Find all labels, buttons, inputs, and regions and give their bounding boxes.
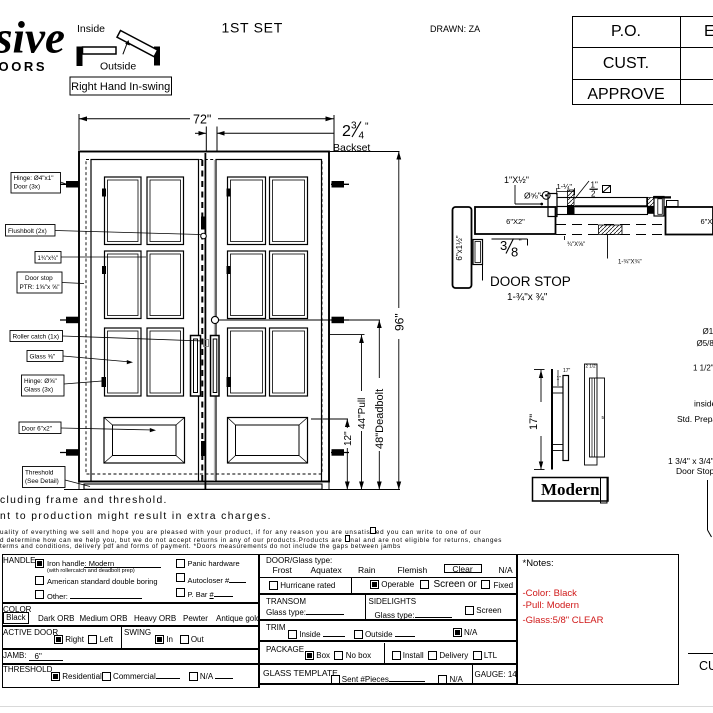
svg-text:6"X2": 6"X2" [701, 217, 713, 226]
svg-text:2: 2 [591, 190, 596, 199]
svg-text:5: 5 [602, 415, 605, 420]
svg-text:44"Pull: 44"Pull [357, 398, 368, 429]
svg-text:Ø⅝"-: Ø⅝"- [524, 191, 544, 201]
svg-text:Outside: Outside [100, 61, 136, 73]
svg-text:Roller catch (1x): Roller catch (1x) [13, 334, 60, 341]
svg-text:3: 3 [500, 238, 507, 253]
svg-text:Door stop: Door stop [25, 275, 53, 282]
svg-text:1¾"x¾": 1¾"x¾" [38, 256, 59, 262]
svg-text:1 3/4" x 3/4": 1 3/4" x 3/4" [668, 456, 713, 466]
svg-text:": " [519, 237, 522, 247]
svg-text:6"X2": 6"X2" [506, 217, 525, 226]
svg-text:72": 72" [193, 113, 211, 127]
svg-text:Glass ⅝": Glass ⅝" [30, 354, 56, 361]
svg-text:1-¾"x ¾": 1-¾"x ¾" [507, 292, 548, 303]
svg-text:17": 17" [528, 414, 540, 430]
svg-text:8: 8 [511, 245, 518, 260]
svg-text:96": 96" [393, 313, 407, 331]
svg-text:Flushbolt (2x): Flushbolt (2x) [8, 228, 47, 235]
svg-text:1-¾"X¾": 1-¾"X¾" [618, 260, 642, 266]
svg-text:inside: inside [694, 399, 713, 409]
svg-text:4: 4 [359, 131, 365, 142]
svg-text:Std. Prepar: Std. Prepar [677, 414, 713, 424]
svg-text:1": 1" [557, 376, 562, 382]
svg-text:Hinge: Ø4"x1": Hinge: Ø4"x1" [14, 175, 54, 182]
svg-text:1"X½": 1"X½" [504, 175, 529, 185]
svg-text:1 1/2"-: 1 1/2"- [693, 364, 713, 373]
svg-text:6"x1½": 6"x1½" [455, 235, 464, 260]
svg-text:Threshold: Threshold [25, 469, 54, 476]
svg-text:12": 12" [343, 431, 354, 446]
svg-text:Ø1/2: Ø1/2 [703, 327, 713, 336]
svg-text:DRAWN: ZA: DRAWN: ZA [430, 24, 480, 34]
svg-text:17": 17" [563, 368, 571, 374]
svg-text:1": 1" [591, 181, 598, 190]
svg-text:Door 6"x2": Door 6"x2" [22, 425, 52, 432]
svg-text:sive: sive [0, 13, 65, 63]
svg-text:Right Hand In-swing: Right Hand In-swing [71, 81, 170, 93]
svg-text:Door Stop: Door Stop [676, 466, 713, 476]
svg-text:DOOR STOP: DOOR STOP [490, 274, 571, 289]
svg-text:PTR: 1⅝"x ⅝": PTR: 1⅝"x ⅝" [20, 284, 60, 291]
svg-text:3: 3 [351, 121, 357, 132]
svg-text:1-¼": 1-¼" [557, 182, 573, 191]
svg-text:Glass (3x): Glass (3x) [24, 387, 53, 394]
svg-text:Modern: Modern [541, 480, 600, 499]
svg-text:Hinge: Ø⅝": Hinge: Ø⅝" [24, 378, 57, 385]
svg-text:Door (3x): Door (3x) [14, 184, 41, 191]
svg-text:Inside: Inside [77, 23, 105, 35]
svg-text:2 1/2": 2 1/2" [586, 364, 598, 369]
svg-text:2: 2 [342, 123, 351, 140]
svg-text:48"Deadbolt: 48"Deadbolt [374, 389, 386, 449]
svg-text:Ø5/8": Ø5/8" [697, 339, 713, 348]
svg-text:Backset: Backset [333, 142, 370, 154]
svg-text:(See Detail): (See Detail) [25, 478, 59, 485]
svg-text:": " [365, 122, 369, 133]
svg-text:¾"X⅝": ¾"X⅝" [567, 242, 585, 248]
svg-text:1ST SET: 1ST SET [222, 20, 283, 36]
